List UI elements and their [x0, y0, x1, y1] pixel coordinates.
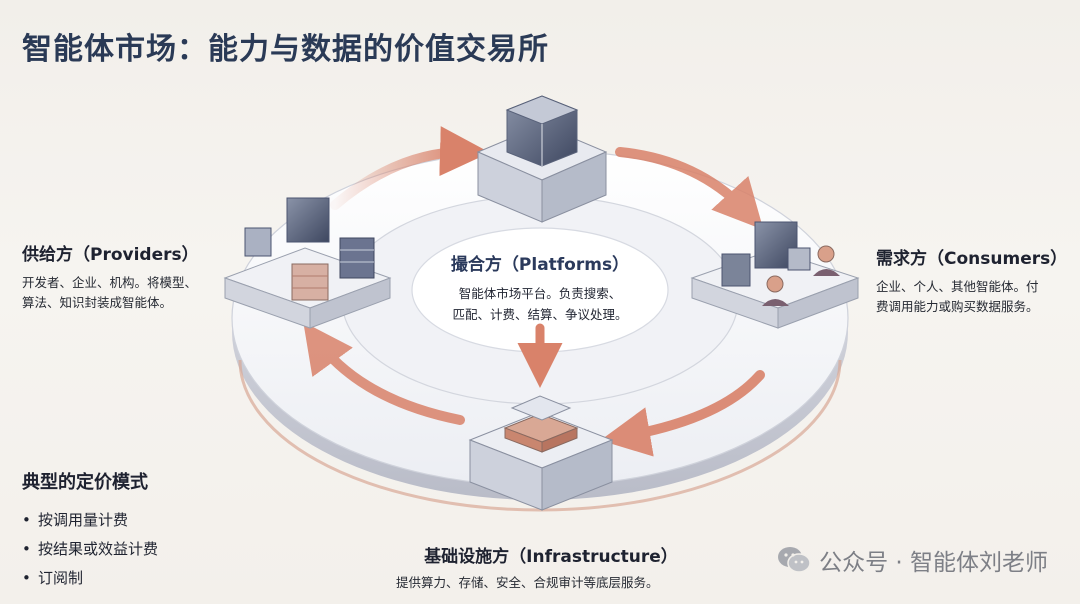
watermark-text: 公众号 · 智能体刘老师 — [819, 550, 1048, 576]
pricing-list: •按调用量计费 •按结果或效益计费 •订阅制 — [22, 506, 242, 593]
platform-hub-cube — [476, 95, 608, 223]
providers-title: 供给方（Providers） — [22, 245, 199, 265]
infrastructure-desc: 提供算力、存储、安全、合规审计等底层服务。 — [396, 575, 659, 590]
platform-desc-line2: 匹配、计费、结算、争议处理。 — [452, 307, 628, 322]
pricing-section: 典型的定价模式 •按调用量计费 •按结果或效益计费 •订阅制 — [22, 468, 242, 593]
pricing-item: •订阅制 — [22, 569, 84, 587]
consumers-desc-line1: 企业、个人、其他智能体。付 — [876, 279, 1039, 294]
infrastructure-label-group: 基础设施方（Infrastructure） 提供算力、存储、安全、合规审计等底层… — [396, 542, 706, 593]
consumers-label-group: 需求方（Consumers） 企业、个人、其他智能体。付 费调用能力或购买数据服… — [876, 244, 1072, 317]
watermark: 公众号 · 智能体刘老师 — [777, 543, 1048, 577]
page-title: 智能体市场：能力与数据的价值交易所 — [22, 32, 549, 67]
providers-label-group: 供给方（Providers） 开发者、企业、机构。将模型、 算法、知识封装成智能… — [22, 240, 232, 313]
platform-label-group: 撮合方（Platforms） 智能体市场平台。负责搜索、 匹配、计费、结算、争议… — [412, 250, 668, 325]
pricing-item: •按调用量计费 — [22, 511, 129, 529]
infrastructure-module — [468, 395, 614, 511]
providers-desc-line2: 算法、知识封装成智能体。 — [22, 295, 173, 310]
consumers-title: 需求方（Consumers） — [876, 249, 1068, 269]
wechat-icon — [778, 547, 811, 573]
platform-title: 撮合方（Platforms） — [450, 255, 630, 275]
infrastructure-title: 基础设施方（Infrastructure） — [424, 547, 678, 567]
consumers-desc-line2: 费调用能力或购买数据服务。 — [876, 299, 1039, 314]
providers-module — [223, 197, 392, 329]
arrow-platform-to-consumers — [615, 147, 764, 230]
pricing-item-label: 按调用量计费 — [38, 511, 129, 529]
arrow-consumers-to-infrastructure — [600, 370, 765, 457]
ring-accent-stripe — [238, 359, 842, 512]
pricing-item: •按结果或效益计费 — [22, 540, 159, 558]
pricing-item-label: 订阅制 — [38, 569, 84, 587]
pricing-title: 典型的定价模式 — [22, 472, 148, 493]
arrow-infrastructure-to-providers — [303, 321, 465, 425]
providers-desc-line1: 开发者、企业、机构。将模型、 — [22, 275, 198, 290]
pricing-item-label: 按结果或效益计费 — [38, 540, 159, 558]
arrow-providers-to-platform — [330, 126, 490, 210]
consumers-module — [690, 221, 860, 329]
platform-desc-line1: 智能体市场平台。负责搜索、 — [458, 286, 622, 301]
